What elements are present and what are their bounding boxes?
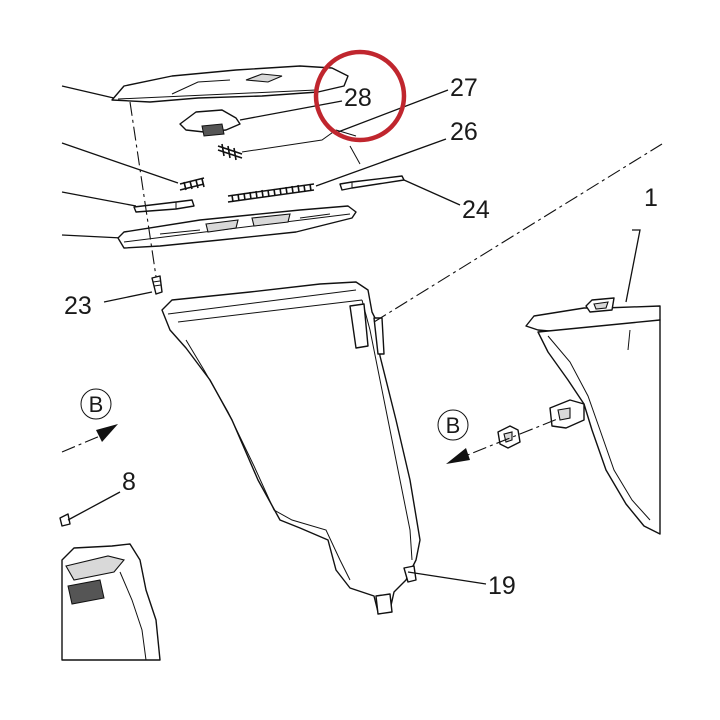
label-part-28: 28 [344, 84, 372, 112]
arrowhead-view-b-left [96, 424, 118, 442]
leader-23 [103, 291, 153, 303]
view-marker-label-left: B [89, 392, 104, 417]
lower-left-housing-part [59, 513, 161, 661]
label-part-24: 24 [462, 196, 490, 224]
view-marker-circle-left [80, 388, 112, 420]
leader-base-plate [61, 234, 123, 239]
arrowhead-view-b-right [446, 448, 470, 464]
label-part-1: 1 [644, 184, 658, 212]
leader-19 [407, 571, 487, 585]
axis-line-vertical [129, 101, 159, 291]
bracket-part [549, 399, 585, 429]
label-part-8: 8 [122, 468, 136, 496]
top-cover-part [111, 65, 349, 103]
leader-1 [625, 229, 641, 303]
label-part-23: 23 [64, 292, 92, 320]
screw-part [151, 275, 163, 295]
view-marker-label-right: B [446, 413, 461, 438]
leader-24 [403, 179, 461, 206]
leader-pin [61, 191, 137, 207]
leader-28 [239, 100, 343, 121]
base-plate-part [117, 205, 357, 249]
view-marker-circle-right [437, 409, 469, 441]
short-pin-part [133, 199, 195, 213]
button-knob-part [179, 109, 241, 137]
clip-part [497, 425, 521, 449]
label-part-27: 27 [450, 74, 478, 102]
side-housing-part [525, 297, 661, 535]
axis-line-view-b-right [449, 417, 561, 463]
main-housing-part [161, 281, 421, 615]
long-pin-part [339, 175, 405, 191]
leader-top-cover [61, 85, 119, 100]
highlight-circle [313, 49, 407, 143]
leader-26 [315, 138, 447, 187]
leader-8 [67, 491, 121, 521]
axis-line-diagonal [373, 143, 663, 323]
long-spring-part [227, 183, 315, 203]
axis-line-view-b-left [61, 435, 101, 453]
small-spring-part [179, 177, 205, 191]
leader-27 [337, 89, 449, 133]
label-part-19: 19 [488, 572, 516, 600]
leader-small-spring [61, 142, 179, 184]
label-part-26: 26 [450, 118, 478, 146]
